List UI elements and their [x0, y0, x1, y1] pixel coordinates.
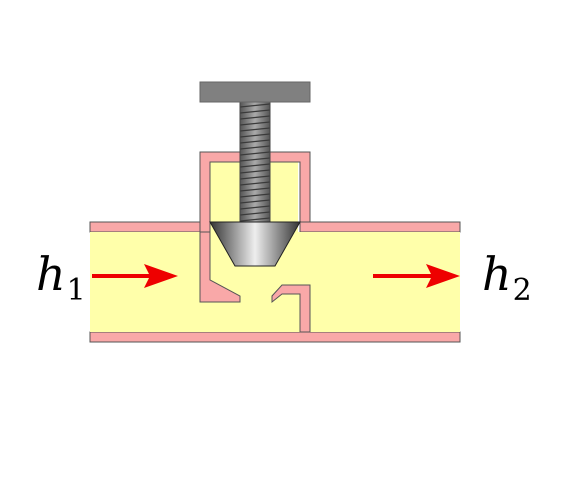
- valve-stem: [239, 99, 271, 223]
- outlet-symbol: h: [482, 247, 512, 301]
- valve-body: [199, 151, 311, 333]
- valve-plug: [209, 221, 301, 267]
- inlet-enthalpy-label: h1: [36, 251, 86, 306]
- valve-stem-assembly: [199, 81, 311, 223]
- valve-inlet-baffle: [199, 231, 241, 303]
- inlet-symbol: h: [36, 247, 66, 301]
- outlet-enthalpy-label: h2: [482, 251, 532, 306]
- pipe-top-wall-right: [299, 221, 461, 233]
- pipe-top-wall-left: [89, 221, 201, 233]
- outlet-arrow-icon: [373, 264, 460, 288]
- inlet-arrow-icon: [92, 264, 178, 288]
- valve-handle: [199, 81, 311, 103]
- outlet-subscript: 2: [512, 273, 532, 308]
- valve-outlet-baffle: [271, 284, 311, 333]
- pipe-bottom-wall: [89, 331, 461, 343]
- inlet-subscript: 1: [66, 273, 86, 308]
